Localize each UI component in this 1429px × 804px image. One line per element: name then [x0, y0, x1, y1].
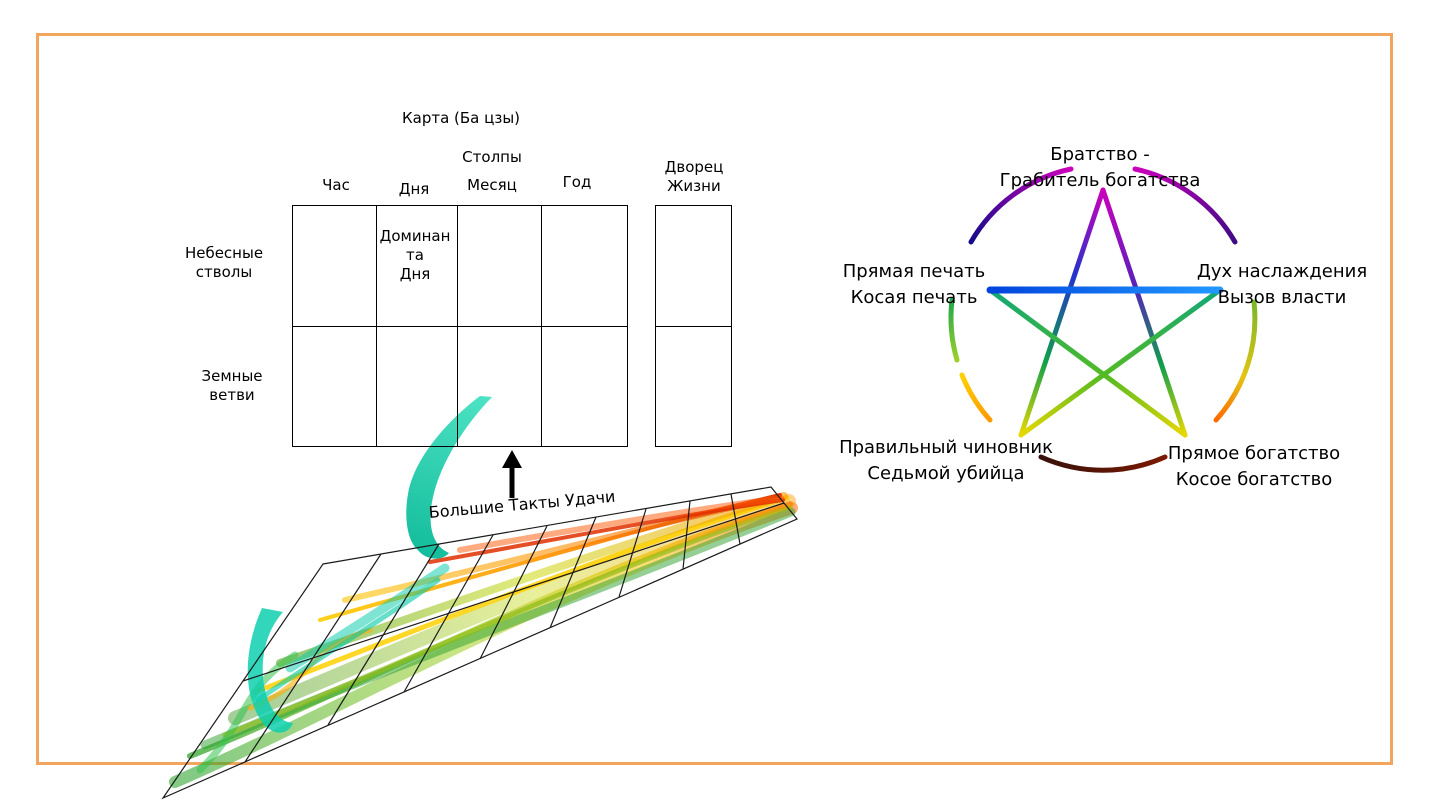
star-right-line2: Вызов власти [1217, 287, 1347, 308]
column-header-year: Год [562, 173, 592, 191]
bazi-table-divider [293, 326, 627, 327]
star-label-bottom-right: Прямое богатство Косое богатство [1168, 441, 1340, 493]
star-label-bottom-left: Правильный чиновник Седьмой убийца [839, 435, 1053, 487]
heavenly-stems-line1: Небесные [184, 244, 264, 262]
star-left-line1: Прямая печать [842, 261, 986, 282]
bazi-table [292, 205, 628, 447]
life-palace-divider [656, 326, 731, 327]
star-label-left: Прямая печать Косая печать [843, 259, 986, 311]
star-bottom-left-line2: Седьмой убийца [867, 463, 1025, 484]
star-bottom-left-line1: Правильный чиновник [839, 437, 1053, 458]
row-label-heavenly-stems: Небесные стволы [185, 244, 263, 282]
life-palace-header: Дворец Жизни [665, 158, 724, 196]
star-top-line2: Грабитель богатства [999, 170, 1201, 191]
pillars-header: Столпы [462, 148, 522, 166]
star-top-line1: Братство - [1050, 144, 1150, 165]
day-dominant-cell: Доминан та Дня [380, 227, 451, 284]
life-palace-table [655, 205, 732, 447]
day-dominant-line2: та [406, 246, 424, 264]
life-palace-line1: Дворец [664, 158, 724, 176]
earthly-branches-line1: Земные [201, 367, 263, 385]
star-right-line1: Дух наслаждения [1196, 261, 1368, 282]
heavenly-stems-line2: стволы [195, 263, 253, 281]
day-dominant-line1: Доминан [379, 227, 451, 245]
star-bottom-right-line2: Косое богатство [1175, 469, 1333, 490]
star-label-right: Дух наслаждения Вызов власти [1197, 259, 1367, 311]
row-label-earthly-branches: Земные ветви [201, 367, 262, 405]
star-label-top: Братство - Грабитель богатства [1000, 142, 1201, 194]
earthly-branches-line2: ветви [209, 386, 255, 404]
column-header-month: Месяц [467, 176, 517, 194]
column-header-hour: Час [322, 176, 350, 194]
column-header-day: Дня [398, 180, 430, 198]
life-palace-line2: Жизни [667, 177, 721, 195]
day-dominant-line3: Дня [399, 265, 431, 283]
bazi-chart-title: Карта (Ба цзы) [401, 109, 521, 127]
star-left-line2: Косая печать [850, 287, 978, 308]
star-bottom-right-line1: Прямое богатство [1167, 443, 1341, 464]
